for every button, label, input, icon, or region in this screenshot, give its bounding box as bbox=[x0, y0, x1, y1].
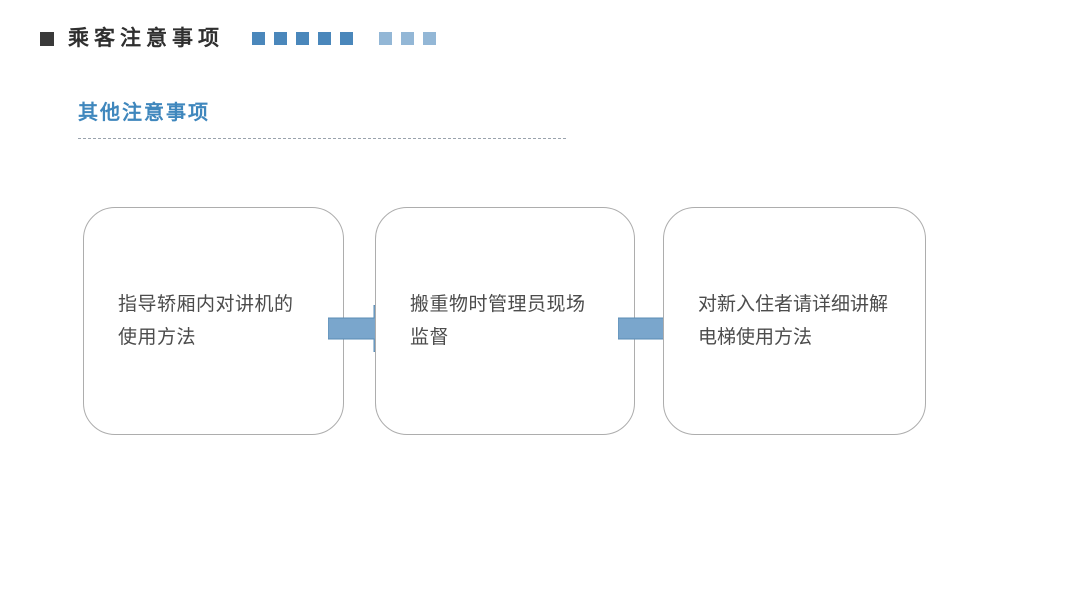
page-title: 乘客注意事项 bbox=[68, 27, 224, 50]
filled-square-icon bbox=[40, 31, 54, 46]
decor-square-6 bbox=[379, 32, 392, 45]
decor-square-3 bbox=[296, 32, 309, 45]
section-heading-block: 其他注意事项 bbox=[78, 100, 568, 139]
section-divider bbox=[78, 138, 566, 139]
flow-node-3[interactable]: 对新入住者请详细讲解电梯使用方法 bbox=[663, 207, 926, 435]
flow-node-1[interactable]: 指导轿厢内对讲机的使用方法 bbox=[83, 207, 344, 435]
decor-square-8 bbox=[423, 32, 436, 45]
decor-square-2 bbox=[274, 32, 287, 45]
section-subtitle: 其他注意事项 bbox=[78, 102, 210, 124]
slide-header: 乘客注意事项 bbox=[40, 28, 445, 49]
flow-node-3-label: 对新入住者请详细讲解电梯使用方法 bbox=[698, 293, 889, 348]
decor-square-7 bbox=[401, 32, 414, 45]
process-flow-diagram: 指导轿厢内对讲机的使用方法 搬重物时管理员现场监督 对新入住者请详细讲解电梯使用… bbox=[0, 207, 1080, 437]
decor-square-4 bbox=[318, 32, 331, 45]
flow-node-2-label: 搬重物时管理员现场监督 bbox=[410, 293, 586, 348]
flow-node-1-label: 指导轿厢内对讲机的使用方法 bbox=[118, 293, 294, 348]
decor-square-1 bbox=[252, 32, 265, 45]
decor-square-5 bbox=[340, 32, 353, 45]
flow-node-2[interactable]: 搬重物时管理员现场监督 bbox=[375, 207, 635, 435]
header-square-decoration bbox=[252, 32, 445, 45]
